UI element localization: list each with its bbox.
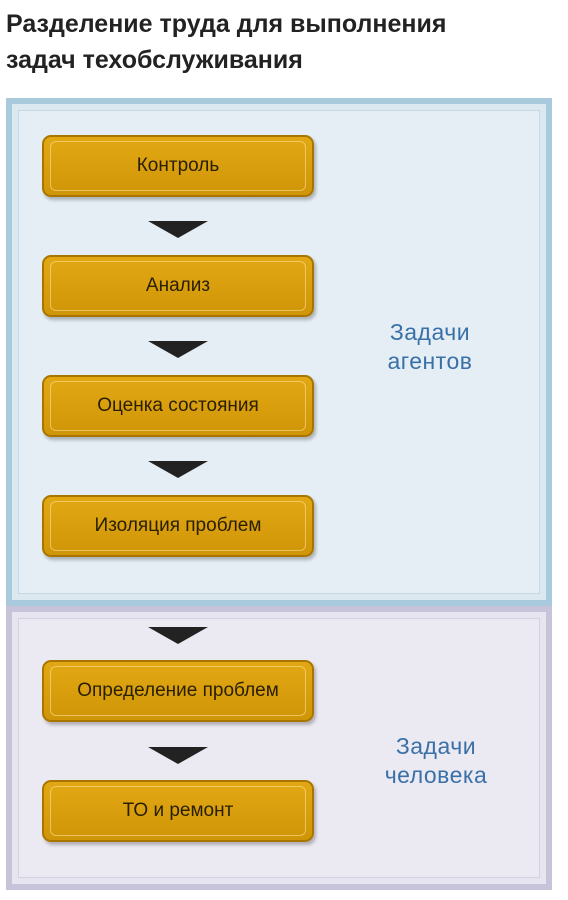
flow-arrow-down xyxy=(148,221,208,238)
step-label: ТО и ремонт xyxy=(122,800,234,821)
step-problem-isolation: Изоляция проблем xyxy=(42,495,314,557)
step-label: Контроль xyxy=(136,155,220,176)
agent-tasks-label: Задачи агентов xyxy=(330,318,530,376)
human-label-line-1: Задачи xyxy=(395,733,477,759)
step-label: Изоляция проблем xyxy=(94,515,262,536)
step-maintenance-repair: ТО и ремонт xyxy=(42,780,314,842)
flow-arrow-down xyxy=(148,627,208,644)
human-label-line-2: человека xyxy=(384,762,488,788)
step-analysis: Анализ xyxy=(42,255,314,317)
agent-label-line-1: Задачи xyxy=(389,319,471,345)
step-label: Оценка состояния xyxy=(97,395,259,416)
human-tasks-label: Задачи человека xyxy=(336,732,536,790)
agent-label-line-2: агентов xyxy=(387,348,473,374)
flow-arrow-down xyxy=(148,461,208,478)
flow-arrow-down xyxy=(148,341,208,358)
flow-arrow-down xyxy=(148,747,208,764)
step-label: Определение проблем xyxy=(77,680,279,701)
title-line-1: Разделение труда для выполнения xyxy=(6,10,447,38)
title-line-2: задач техобслуживания xyxy=(6,46,303,74)
step-problem-determination: Определение проблем xyxy=(42,660,314,722)
step-monitoring: Контроль xyxy=(42,135,314,197)
step-state-assessment: Оценка состояния xyxy=(42,375,314,437)
diagram-title: Разделение труда для выполнения задач те… xyxy=(6,6,562,78)
step-label: Анализ xyxy=(145,275,211,296)
